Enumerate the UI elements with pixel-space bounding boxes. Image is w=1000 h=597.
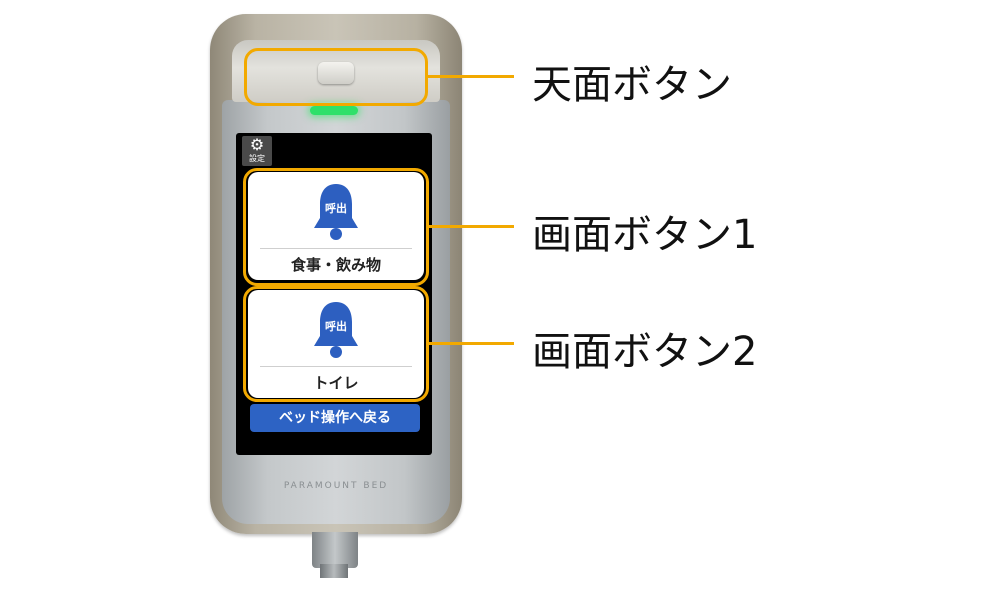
leader-line-1 <box>429 225 514 228</box>
highlight-screen-button-1 <box>243 168 429 286</box>
callout-screen-button-2: 画面ボタン2 <box>532 329 758 375</box>
call-badge-text: 呼出 <box>325 319 347 333</box>
callout-screen-button-1: 画面ボタン1 <box>532 212 758 258</box>
gear-icon: ⚙ <box>249 135 265 154</box>
divider <box>260 248 412 249</box>
call-badge-text: 呼出 <box>325 201 347 215</box>
bell-icon: 呼出 <box>314 302 358 358</box>
status-led <box>310 106 358 115</box>
leader-line-2 <box>429 342 514 345</box>
leader-line-top <box>428 75 514 78</box>
connector-tip <box>320 564 348 578</box>
settings-label: 設定 <box>249 154 265 163</box>
screen-button-label: 食事・飲み物 <box>290 256 381 274</box>
top-button[interactable] <box>318 62 354 84</box>
screen-button-label: トイレ <box>313 374 359 392</box>
screen-button-meal[interactable]: 呼出 食事・飲み物 <box>248 172 424 280</box>
divider <box>260 366 412 367</box>
cable-connector <box>312 532 358 568</box>
screen-button-toilet[interactable]: 呼出 トイレ <box>248 290 424 398</box>
settings-button[interactable]: ⚙ 設定 <box>242 136 272 166</box>
callout-top-button: 天面ボタン <box>532 62 732 108</box>
back-to-bed-control-button[interactable]: ベッド操作へ戻る <box>250 404 420 432</box>
highlight-screen-button-2 <box>243 286 429 402</box>
bell-icon: 呼出 <box>314 184 358 240</box>
brand-logo: PARAMOUNT BED <box>283 481 389 491</box>
highlight-top-button <box>244 48 428 106</box>
